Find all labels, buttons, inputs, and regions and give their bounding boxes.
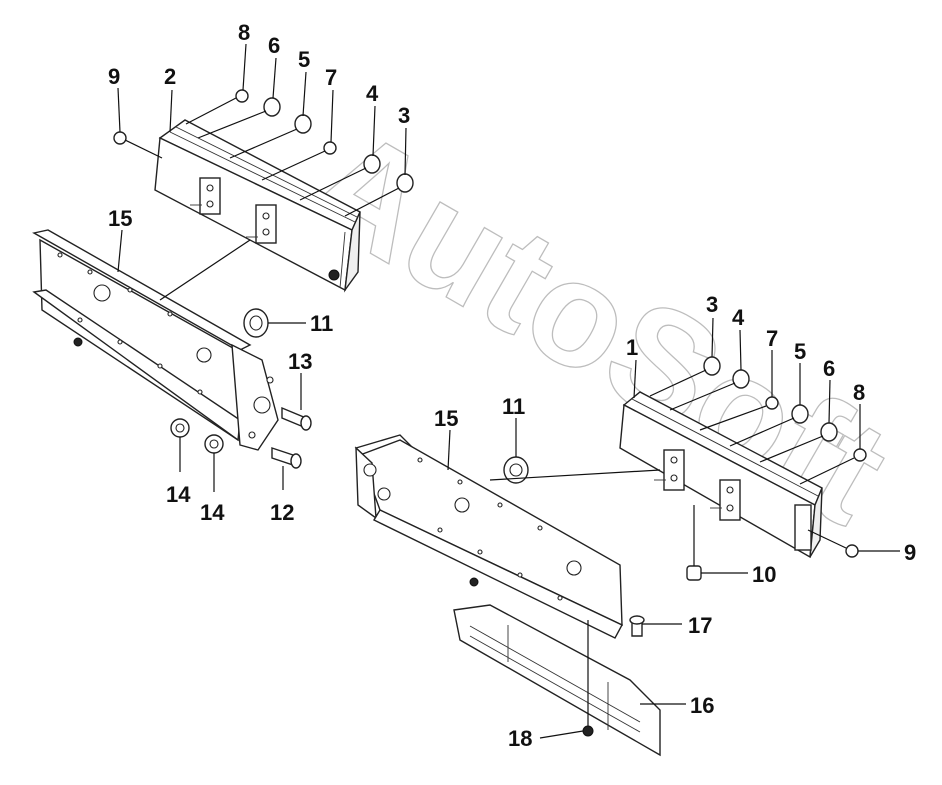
callout-8-left: 8: [238, 20, 250, 45]
callout-7-right: 7: [766, 326, 778, 351]
right-bracket-fasteners: [503, 456, 645, 637]
callout-5-right: 5: [794, 339, 806, 364]
callout-2: 2: [164, 64, 176, 89]
callout-11-right: 11: [502, 394, 525, 419]
left-bracket: [32, 229, 279, 451]
callout-9-right: 9: [904, 540, 916, 565]
callout-17: 17: [688, 613, 712, 638]
callout-1: 1: [626, 335, 638, 360]
right-bracket-callouts: 15 11 17 16 18: [434, 394, 714, 751]
callout-3-left: 3: [398, 103, 410, 128]
callout-9-left: 9: [108, 64, 120, 89]
callout-14-a: 14: [166, 482, 191, 507]
callout-6-right: 6: [823, 356, 835, 381]
leader-lines: [117, 43, 900, 739]
left-lamp-callouts: 9 2 8 6 5 7 4 3: [108, 20, 410, 128]
callout-8-right: 8: [853, 380, 865, 405]
right-lamp-callouts: 3 4 1 7 5 6 8 9 10: [626, 292, 916, 587]
callout-15-left: 15: [108, 206, 132, 231]
callout-3-right: 3: [706, 292, 718, 317]
right-bracket: [354, 434, 623, 639]
callout-4-left: 4: [366, 81, 379, 106]
callout-12: 12: [270, 500, 294, 525]
left-tail-lamp: [154, 119, 361, 293]
callout-18: 18: [508, 726, 532, 751]
callout-16: 16: [690, 693, 714, 718]
right-tail-lamp: [619, 391, 823, 559]
callout-7-left: 7: [325, 65, 337, 90]
callout-11-left: 11: [310, 311, 333, 336]
callout-10: 10: [752, 562, 776, 587]
support-plate: [453, 604, 661, 757]
callout-15-right: 15: [434, 406, 458, 431]
callout-13: 13: [288, 349, 312, 374]
callout-4-right: 4: [732, 305, 745, 330]
callout-6-left: 6: [268, 33, 280, 58]
callout-14-b: 14: [200, 500, 225, 525]
callout-5-left: 5: [298, 47, 310, 72]
right-lamp-bulbs: [686, 356, 867, 581]
left-bracket-callouts: 15 11 13 14 14 12: [108, 206, 333, 525]
